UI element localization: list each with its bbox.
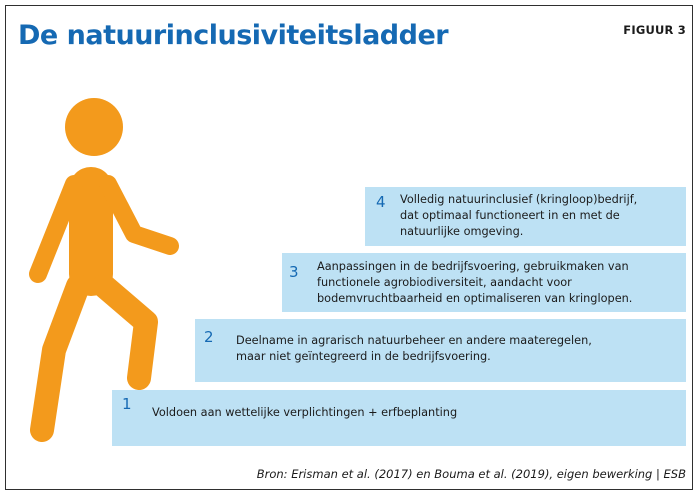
- walking-person-icon: [29, 98, 179, 442]
- person-front-arm: [99, 175, 179, 255]
- ladder-step-4: 4 Volledig natuurinclusief (kringloop)be…: [365, 187, 686, 246]
- figure-title: De natuurinclusiviteitsladder: [18, 20, 449, 51]
- step-description: Aanpassingen in de bedrijfsvoering, gebr…: [317, 260, 633, 305]
- figure-frame: [5, 5, 693, 490]
- person-head: [65, 98, 123, 156]
- person-back-leg: [30, 274, 90, 442]
- step-number: 1: [122, 395, 132, 413]
- person-back-arm: [29, 175, 83, 283]
- ladder-step-2: 2 Deelname in agrarisch natuurbeheer en …: [195, 319, 686, 382]
- step-number: 3: [289, 263, 299, 281]
- person-front-leg: [92, 274, 158, 390]
- step-description: Volledig natuurinclusief (kringloop)bedr…: [400, 193, 638, 238]
- ladder-step-1: 1 Voldoen aan wettelijke verplichtingen …: [112, 390, 686, 446]
- step-number: 4: [376, 193, 386, 211]
- step-number: 2: [204, 328, 214, 346]
- step-description: Voldoen aan wettelijke verplichtingen + …: [152, 406, 458, 419]
- source-caption: Bron: Erisman et al. (2017) en Bouma et …: [256, 467, 686, 481]
- figure-label: FIGUUR 3: [623, 23, 686, 37]
- step-description: Deelname in agrarisch natuurbeheer en an…: [236, 334, 592, 363]
- ladder-step-3: 3 Aanpassingen in de bedrijfsvoering, ge…: [282, 253, 686, 312]
